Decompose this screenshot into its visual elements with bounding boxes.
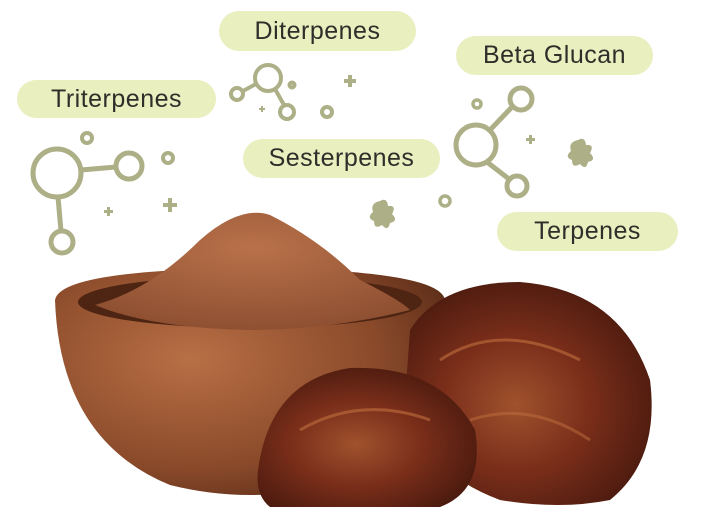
sparkle-icons [104, 75, 594, 229]
label-sesterpenes: Sesterpenes [243, 139, 440, 178]
molecule-icon [30, 131, 175, 256]
label-beta-glucan: Beta Glucan [456, 36, 653, 75]
reishi-mushroom-small [257, 367, 477, 507]
label-diterpenes: Diterpenes [219, 11, 416, 51]
molecule-icon [229, 63, 334, 121]
label-triterpenes: Triterpenes [17, 80, 216, 118]
powder-pile [95, 212, 410, 330]
label-terpenes: Terpenes [497, 212, 678, 251]
molecule-icon [438, 85, 535, 208]
